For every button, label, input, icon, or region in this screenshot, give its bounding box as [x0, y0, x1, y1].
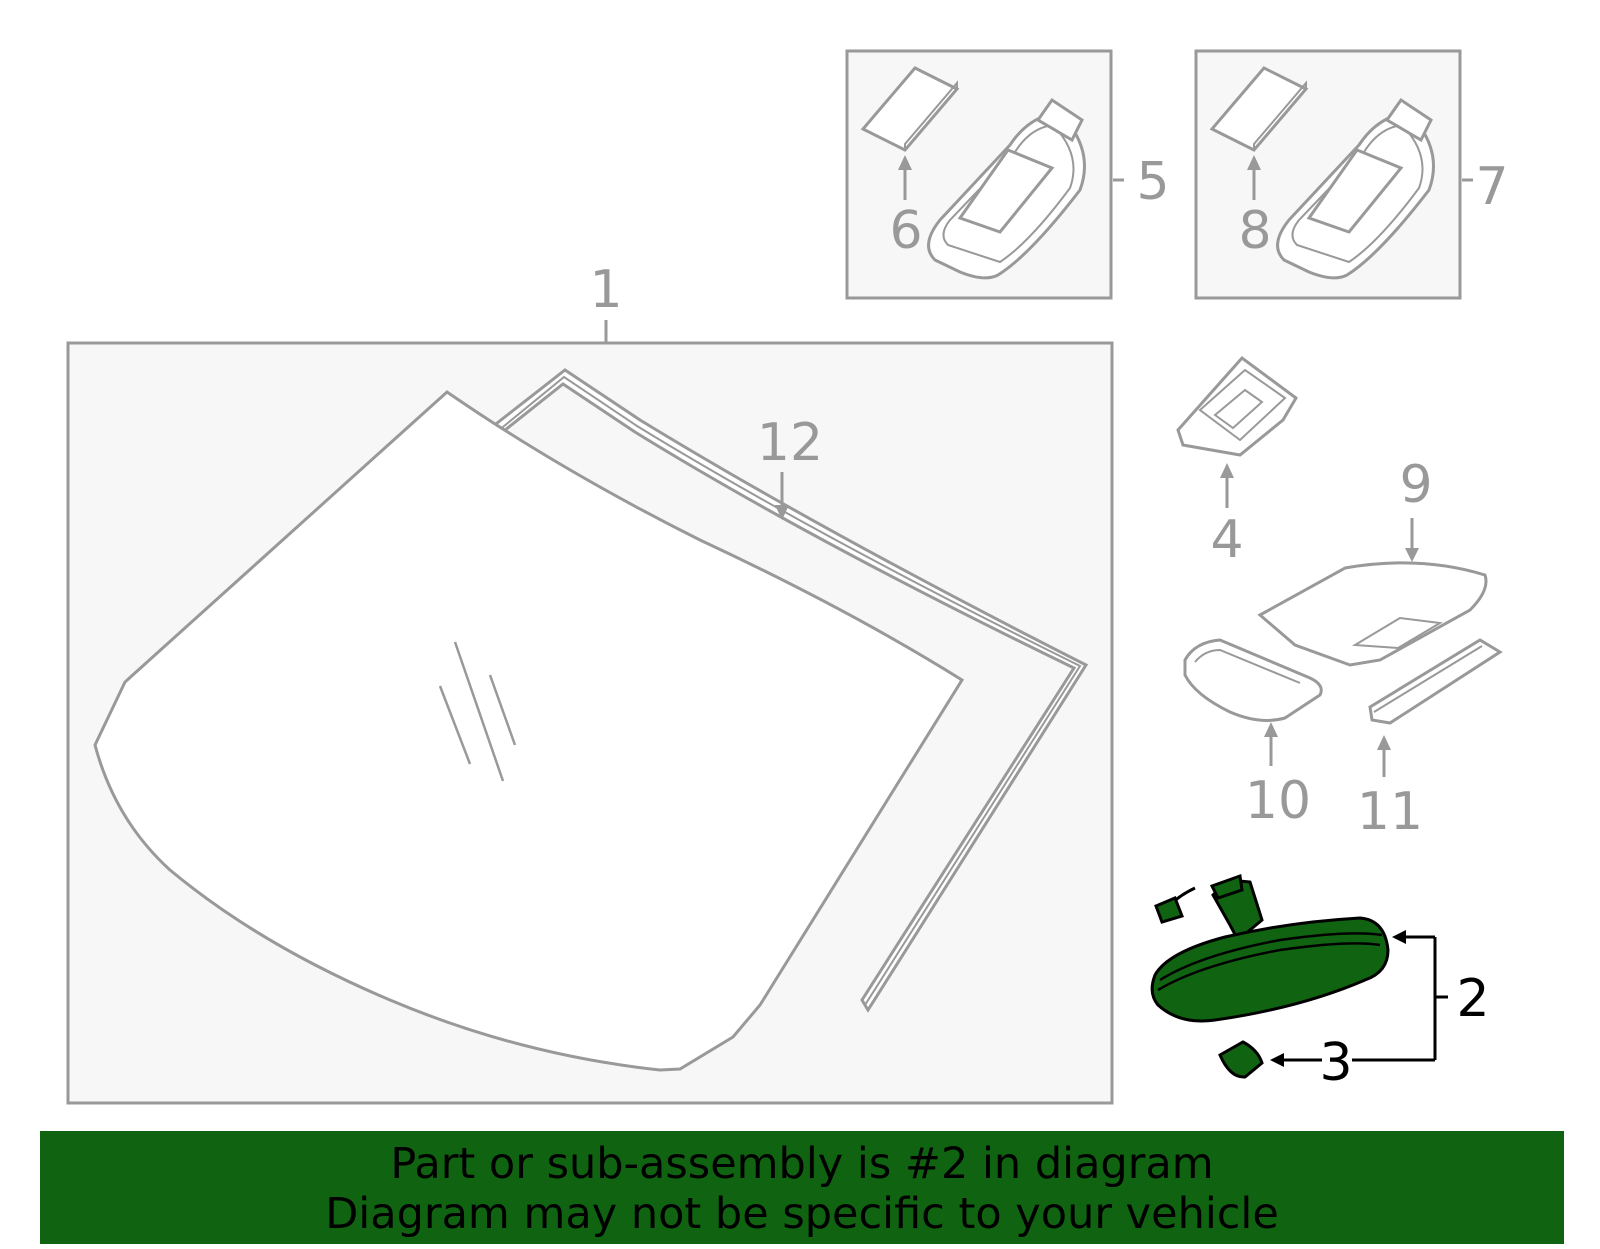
- callout-5: 5: [1136, 152, 1169, 212]
- callout-4: 4: [1210, 510, 1243, 570]
- callout-3: 3: [1319, 1033, 1352, 1093]
- part-9-cover: [1257, 518, 1488, 667]
- callout-10: 10: [1245, 771, 1311, 831]
- windshield-panel: [66, 320, 1114, 1105]
- callout-9: 9: [1399, 455, 1432, 515]
- part-4-bracket: [1176, 355, 1298, 508]
- part-2-mirror: [1150, 873, 1448, 1062]
- part-10-cover: [1183, 638, 1323, 766]
- callout-2: 2: [1456, 969, 1489, 1029]
- callout-11: 11: [1357, 782, 1423, 842]
- panel-5: [845, 49, 1124, 300]
- windshield-glass: [93, 390, 965, 1072]
- windshield-molding: [489, 368, 1089, 1013]
- notice-banner: Part or sub-assembly is #2 in diagram Di…: [40, 1131, 1564, 1244]
- panel-7: [1194, 49, 1473, 300]
- part-3-cap: [1218, 1040, 1322, 1079]
- part-11-cover: [1368, 638, 1503, 777]
- banner-line-1: Part or sub-assembly is #2 in diagram: [390, 1139, 1214, 1189]
- callout-7: 7: [1475, 157, 1508, 217]
- callout-6: 6: [889, 201, 922, 261]
- callout-12: 12: [757, 413, 823, 473]
- callout-1: 1: [589, 260, 622, 320]
- banner-line-2: Diagram may not be specific to your vehi…: [325, 1189, 1279, 1239]
- callout-8: 8: [1238, 201, 1271, 261]
